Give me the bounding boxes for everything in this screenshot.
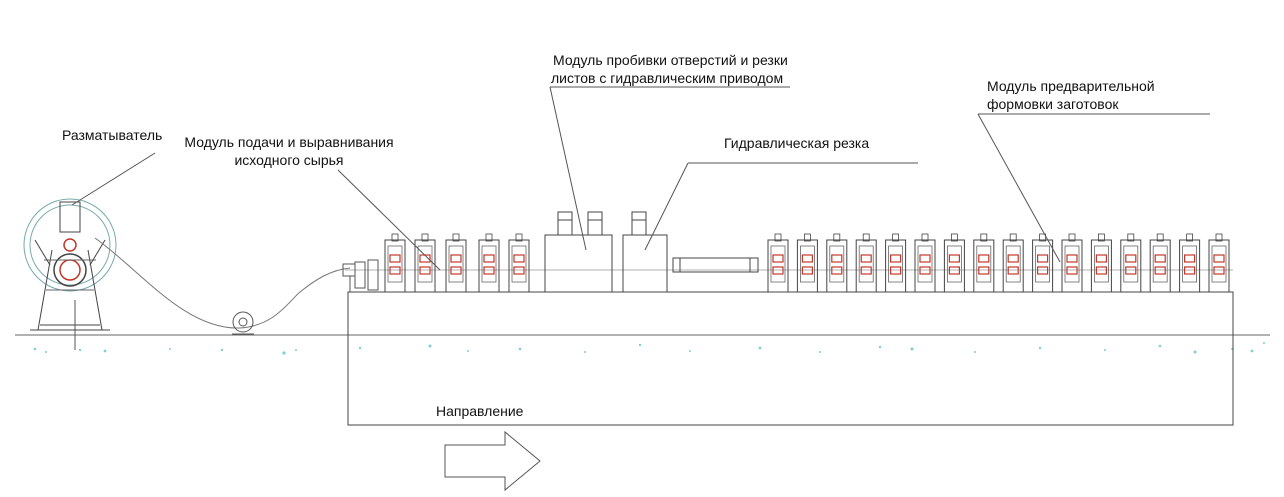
label-punching-module: Модуль пробивки отверстий и резки листов… (551, 51, 788, 87)
label-feeding-module: Модуль подачи и выравнивания исходного с… (176, 133, 402, 169)
leader-punching (549, 86, 790, 251)
leader-lines (71, 86, 1210, 271)
punching-module-box (544, 211, 613, 293)
forming-stand-16 (1208, 233, 1230, 293)
forming-stand-9 (1002, 233, 1025, 293)
direction-arrow-icon (444, 430, 541, 492)
feeding-stand-3 (445, 233, 467, 293)
forming-stand-4 (855, 233, 878, 293)
leader-cutting (644, 162, 918, 251)
leader-feeding (337, 169, 441, 271)
transfer-tube (672, 257, 759, 273)
forming-stand-1 (767, 233, 789, 293)
entry-guide (342, 259, 379, 292)
leader-decoiler (71, 152, 156, 206)
forming-stand-7 (943, 233, 966, 293)
label-feeding-line1: Модуль подачи и выравнивания (184, 134, 394, 150)
machine-base (347, 291, 1234, 426)
forming-stand-2 (796, 233, 819, 293)
label-preforming-module: Модуль предварительной формовки заготово… (987, 77, 1155, 113)
forming-roller-stands (767, 233, 1230, 293)
loop-roller (232, 311, 254, 335)
label-hydraulic-cutting: Гидравлическая резка (724, 135, 870, 151)
label-feeding-line2: исходного сырья (234, 152, 344, 168)
label-preforming-line1: Модуль предварительной (987, 78, 1155, 94)
leader-preforming (977, 113, 1210, 263)
label-punching-line1: Модуль пробивки отверстий и резки (553, 52, 788, 68)
label-punching-line2: листов с гидравлическим приводом (551, 70, 784, 86)
label-decoiler: Разматыватель (62, 127, 163, 143)
sheet-strip-curve (94, 237, 351, 329)
forming-stand-13 (1119, 233, 1142, 293)
forming-stand-12 (1090, 233, 1113, 293)
forming-stand-11 (1061, 233, 1083, 293)
label-preforming-line2: формовки заготовок (987, 96, 1119, 112)
feeding-stand-5 (508, 233, 530, 293)
forming-stand-3 (825, 233, 848, 293)
forming-stand-10 (1031, 233, 1054, 293)
decoiler-machine (23, 198, 117, 350)
feeding-stand-1 (384, 233, 406, 293)
ground-speckles (33, 342, 1265, 355)
label-direction: Направление (436, 403, 524, 419)
feeding-stand-4 (478, 233, 500, 293)
forming-stand-14 (1149, 233, 1172, 293)
forming-stand-8 (972, 233, 995, 293)
forming-stand-6 (914, 233, 936, 293)
forming-stand-15 (1178, 233, 1201, 293)
feeding-roller-stands (384, 233, 530, 293)
hydraulic-cutter-box (622, 211, 668, 293)
forming-stand-5 (884, 233, 907, 293)
